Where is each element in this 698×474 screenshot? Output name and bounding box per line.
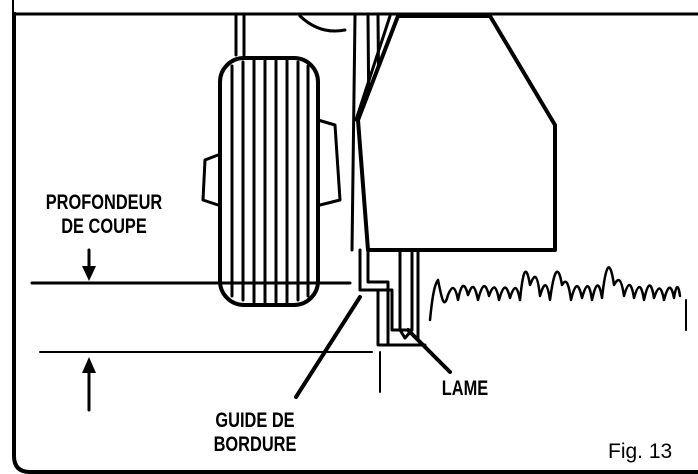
blade-housing <box>356 14 557 252</box>
blade-label: LAME <box>441 377 489 400</box>
blade-leader <box>406 328 452 374</box>
grass <box>428 266 682 322</box>
top-strip-cover <box>14 0 698 12</box>
depth-arrow-down <box>82 248 96 281</box>
depth-arrow-up <box>82 357 96 412</box>
depth-label-line1: PROFONDEUR <box>45 191 163 214</box>
edge-guide <box>358 248 412 347</box>
axle-arm <box>316 118 342 207</box>
figure-frame <box>12 0 698 474</box>
blade <box>378 248 427 347</box>
depth-label-line2: DE COUPE <box>61 215 147 238</box>
figure-caption: Fig. 13 <box>608 440 673 463</box>
wheel <box>218 56 320 307</box>
edge-guide-label-line1: GUIDE DE <box>215 409 295 432</box>
wheel-hub <box>201 153 220 207</box>
edge-guide-leader <box>294 295 362 399</box>
edge-guide-label-line2: BORDURE <box>213 433 297 456</box>
